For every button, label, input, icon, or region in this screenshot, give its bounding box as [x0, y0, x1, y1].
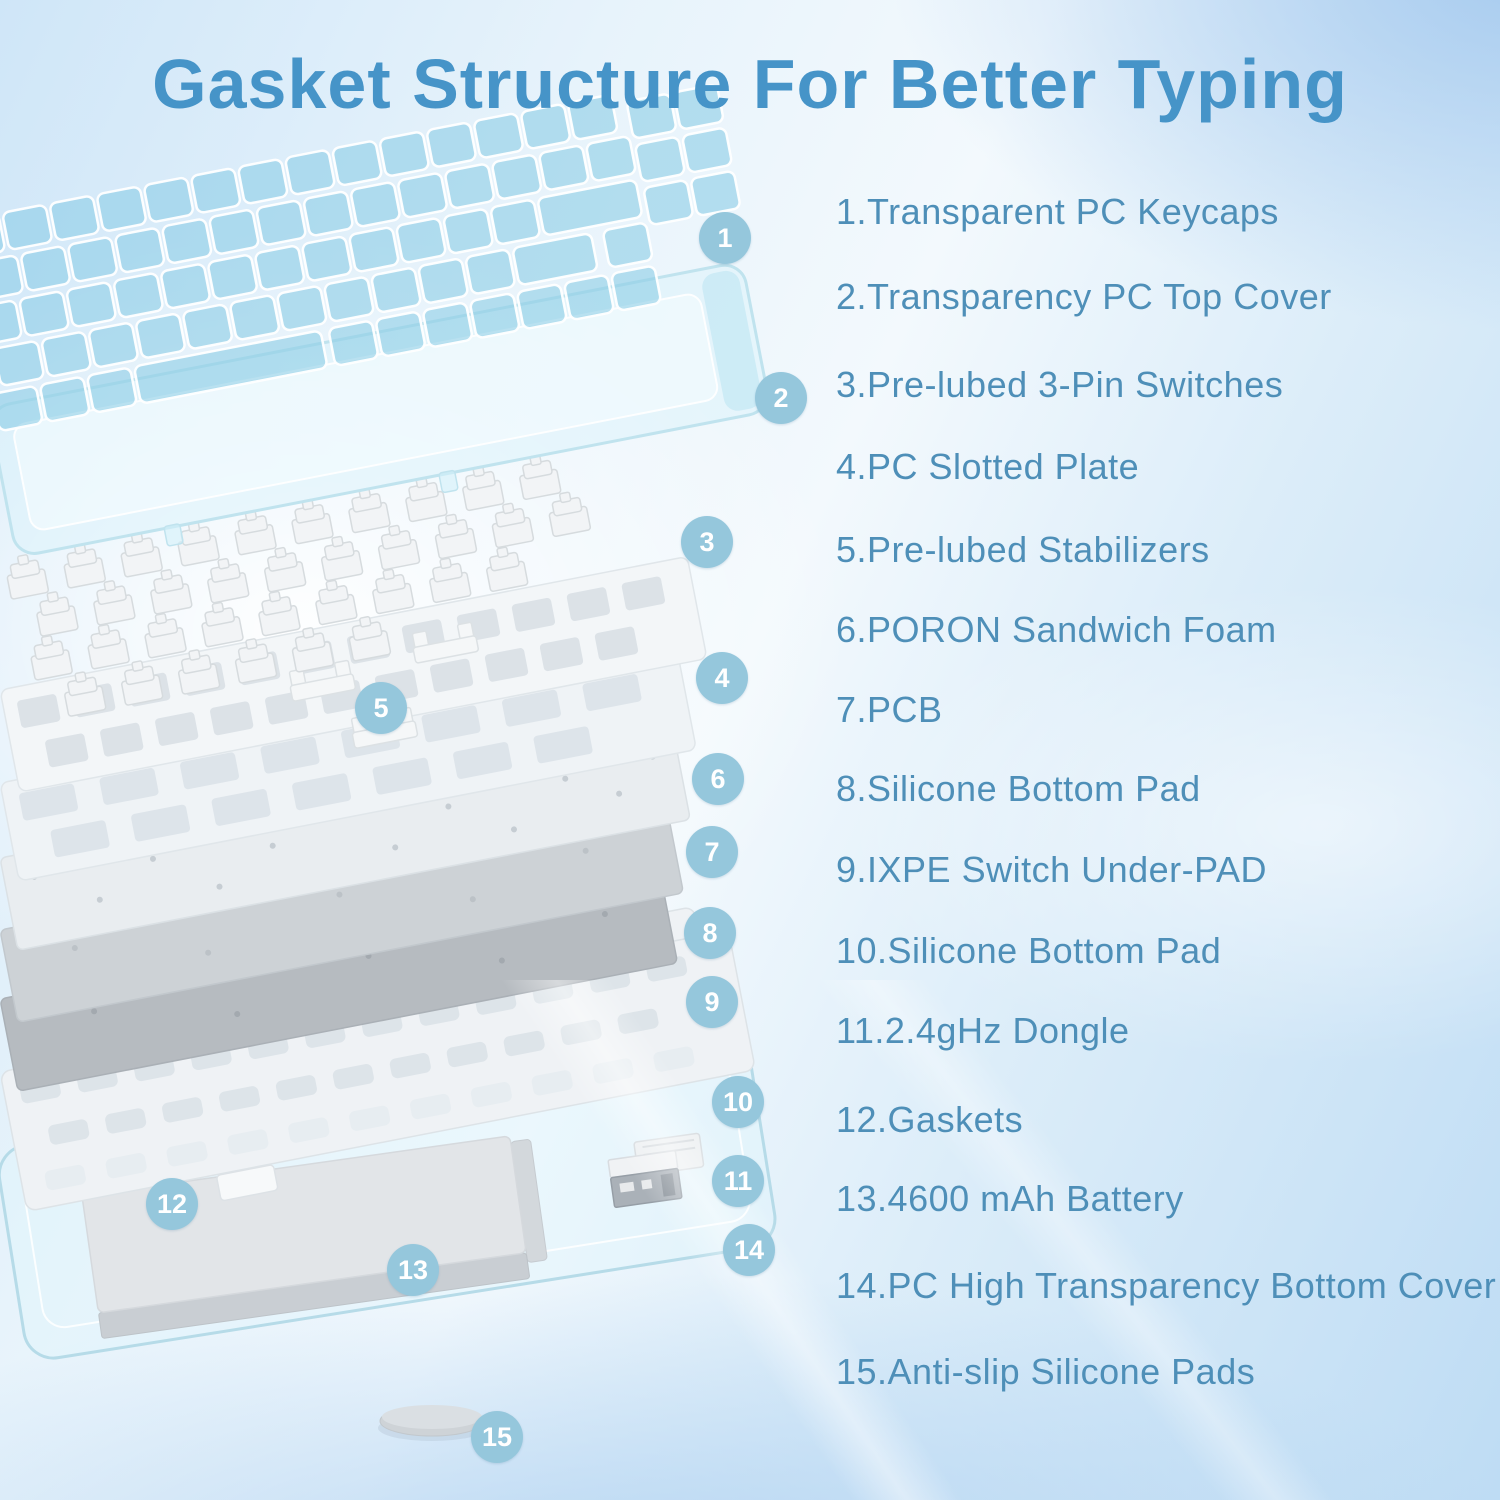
legend-item-8: 8.Silicone Bottom Pad — [836, 768, 1201, 809]
legend-item-3: 3.Pre-lubed 3-Pin Switches — [836, 364, 1284, 405]
part-badge-7: 7 — [686, 826, 738, 878]
part-badge-5: 5 — [355, 682, 407, 734]
legend-item-15: 15.Anti-slip Silicone Pads — [836, 1351, 1256, 1392]
part-badge-11: 11 — [712, 1155, 764, 1207]
legend-item-2: 2.Transparency PC Top Cover — [836, 276, 1332, 317]
part-badge-4: 4 — [696, 652, 748, 704]
part-badge-13: 13 — [387, 1244, 439, 1296]
anti-slip-pads — [378, 1405, 486, 1441]
legend-item-1: 1.Transparent PC Keycaps — [836, 191, 1279, 232]
part-badge-2: 2 — [755, 372, 807, 424]
legend-item-9: 9.IXPE Switch Under-PAD — [836, 849, 1267, 890]
part-badge-1: 1 — [699, 212, 751, 264]
part-badge-6: 6 — [692, 753, 744, 805]
legend-item-12: 12.Gaskets — [836, 1099, 1024, 1140]
dongle — [607, 1132, 705, 1209]
part-badge-10: 10 — [712, 1076, 764, 1128]
part-badge-9: 9 — [686, 976, 738, 1028]
part-badge-8: 8 — [684, 907, 736, 959]
part-badge-15: 15 — [471, 1411, 523, 1463]
legend-item-4: 4.PC Slotted Plate — [836, 446, 1140, 487]
legend-item-11: 11.2.4gHz Dongle — [836, 1010, 1130, 1051]
top-cover-layer — [0, 263, 769, 555]
legend-item-6: 6.PORON Sandwich Foam — [836, 609, 1277, 650]
legend-item-10: 10.Silicone Bottom Pad — [836, 930, 1222, 971]
legend-item-7: 7.PCB — [836, 689, 943, 730]
part-badge-3: 3 — [681, 516, 733, 568]
legend-item-14: 14.PC High Transparency Bottom Cover — [836, 1265, 1497, 1306]
part-badge-14: 14 — [723, 1224, 775, 1276]
legend-item-5: 5.Pre-lubed Stabilizers — [836, 529, 1210, 570]
legend-item-13: 13.4600 mAh Battery — [836, 1178, 1184, 1219]
part-badge-12: 12 — [146, 1178, 198, 1230]
page-title: Gasket Structure For Better Typing — [152, 45, 1348, 123]
keycaps-layer — [0, 82, 742, 433]
